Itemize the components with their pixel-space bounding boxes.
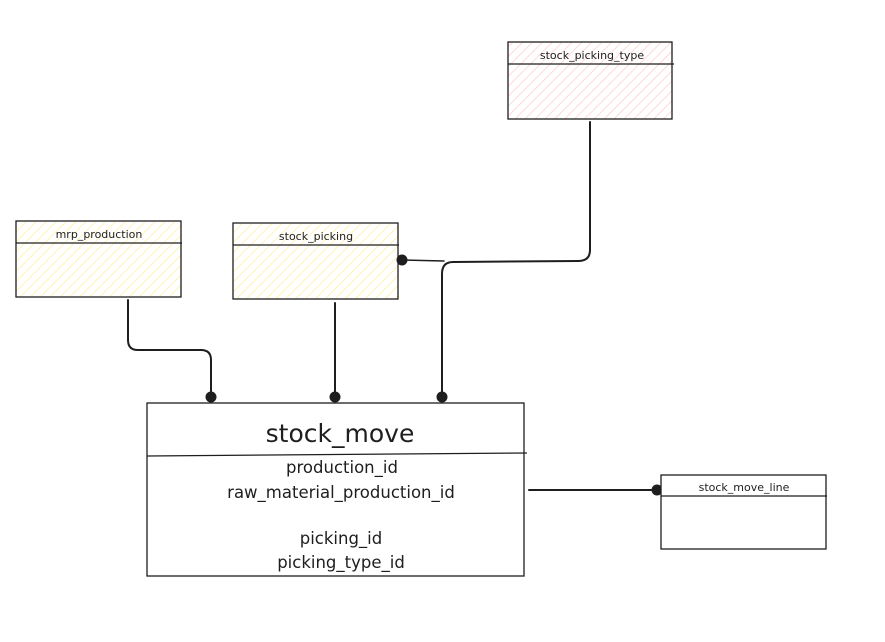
entity-field-raw-material-production-id: raw_material_production_id <box>227 483 455 503</box>
connector-stock-picking-type-to-stock-move <box>441 121 591 398</box>
entity-stock-picking[interactable]: stock_picking <box>232 222 399 300</box>
entity-box <box>232 222 399 300</box>
entity-box <box>507 41 673 120</box>
connector-endpoint-dot <box>205 391 217 403</box>
entity-title: mrp_production <box>56 228 143 241</box>
entity-mrp-production[interactable]: mrp_production <box>15 220 182 298</box>
entity-box <box>15 220 182 298</box>
entity-title: stock_move <box>266 419 415 448</box>
entity-divider <box>146 452 528 457</box>
connector-stock-picking-branch <box>401 259 445 262</box>
entity-box <box>660 474 827 550</box>
entity-field-picking-id: picking_id <box>300 529 383 549</box>
entity-title: stock_move_line <box>699 481 790 494</box>
entity-field-production-id: production_id <box>286 458 398 478</box>
entity-title: stock_picking_type <box>540 49 644 62</box>
entity-field-picking-type-id: picking_type_id <box>277 553 405 573</box>
connector-mrp-production-to-stock-move <box>127 299 212 398</box>
connector-endpoint-dot <box>436 391 448 403</box>
entity-box <box>146 402 525 577</box>
connector-endpoint-dot <box>396 254 408 266</box>
entity-stock-move-line[interactable]: stock_move_line <box>660 474 827 550</box>
connector-endpoint-dot <box>329 391 341 403</box>
connector-endpoint-dot <box>651 484 663 496</box>
entity-title: stock_picking <box>279 230 353 243</box>
entity-stock-picking-type[interactable]: stock_picking_type <box>507 41 674 120</box>
entity-stock-move[interactable]: stock_move production_id raw_material_pr… <box>146 402 528 577</box>
